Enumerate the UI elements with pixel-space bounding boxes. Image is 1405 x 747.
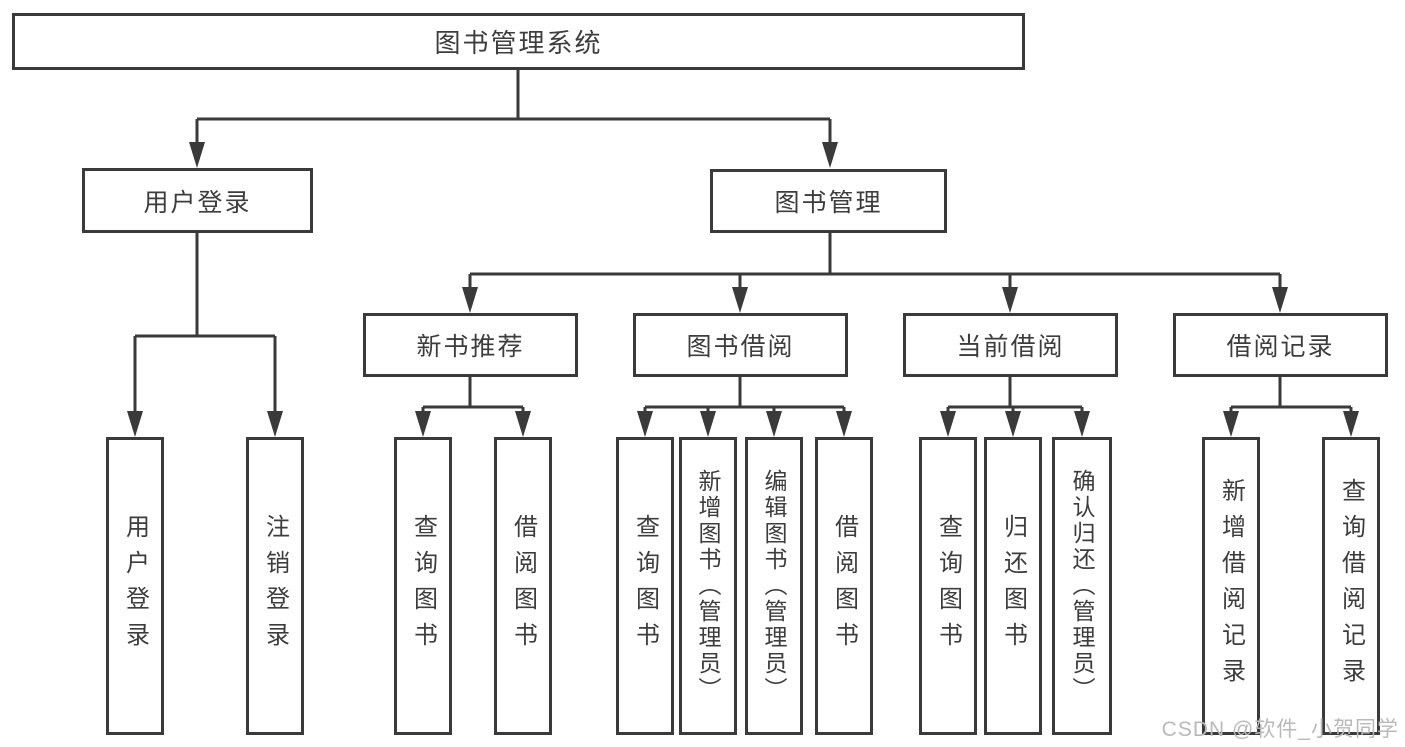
leaf-query-books-recommend: 查询图书 <box>394 437 452 735</box>
leaf-logout: 注销登录 <box>246 437 304 735</box>
node-book-management-branch: 图书管理 <box>710 169 947 233</box>
node-borrowing-records: 借阅记录 <box>1173 313 1388 377</box>
node-user-login-branch: 用户登录 <box>82 168 313 233</box>
leaf-add-books-admin: 新增图书（管理员） <box>679 437 737 735</box>
leaf-query-books-borrowing: 查询图书 <box>616 437 674 735</box>
leaf-borrow-books-borrowing: 借阅图书 <box>815 437 873 735</box>
node-root: 图书管理系统 <box>12 13 1025 70</box>
leaf-return-books: 归还图书 <box>984 437 1042 735</box>
leaf-query-books-current: 查询图书 <box>919 437 977 735</box>
leaf-query-borrow-record: 查询借阅记录 <box>1322 437 1380 735</box>
watermark: CSDN @软件_小贺同学 <box>1161 718 1399 741</box>
leaf-edit-books-admin: 编辑图书（管理员） <box>745 437 803 735</box>
node-new-book-recommendation: 新书推荐 <box>363 313 578 377</box>
node-current-borrowing: 当前借阅 <box>903 313 1118 377</box>
leaf-user-login: 用户登录 <box>106 437 164 735</box>
leaf-add-borrow-record: 新增借阅记录 <box>1202 437 1260 735</box>
node-book-borrowing: 图书借阅 <box>633 313 848 377</box>
leaf-confirm-return-admin: 确认归还（管理员） <box>1052 437 1112 735</box>
leaf-borrow-books-recommend: 借阅图书 <box>494 437 552 735</box>
